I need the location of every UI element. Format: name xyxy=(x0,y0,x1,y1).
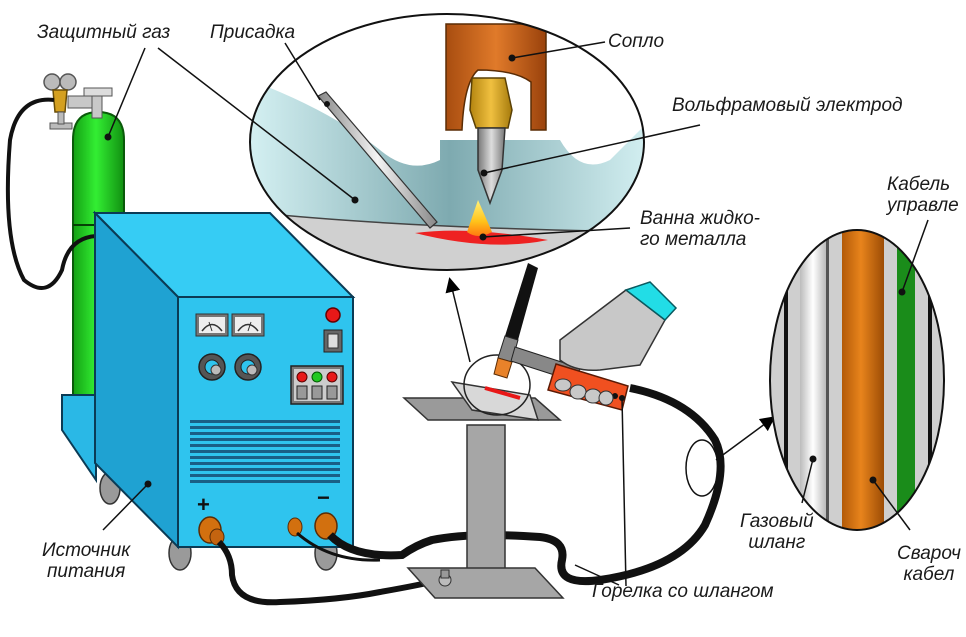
power-indicator-led xyxy=(325,307,341,323)
analog-meter-left xyxy=(195,313,229,337)
zoom-arrow-weld xyxy=(445,277,471,363)
grille-slat xyxy=(190,474,340,477)
hose-cross-section xyxy=(769,229,945,531)
grille-slat xyxy=(190,432,340,435)
work-table xyxy=(402,397,565,599)
grille-slat xyxy=(190,438,340,441)
nozzle xyxy=(445,23,547,131)
control-line xyxy=(296,531,381,562)
gas-supply-hose xyxy=(5,97,97,290)
label-welding-cable-line1: Свароч xyxy=(897,543,961,564)
label-nozzle: Сопло xyxy=(608,31,665,52)
grille-slat xyxy=(190,444,340,447)
label-welding-cable-line2: кабел xyxy=(903,564,955,585)
tungsten-electrode xyxy=(477,127,506,206)
grille-slat xyxy=(190,456,340,459)
mode-switch-panel xyxy=(290,365,344,405)
label-power-source-line1: Источник xyxy=(42,540,131,561)
analog-meter-right xyxy=(231,313,265,337)
label-control-cable-line1: Кабель xyxy=(887,174,951,195)
collet xyxy=(469,77,513,129)
main-switch xyxy=(323,329,343,353)
label-control-cable: Кабель управле xyxy=(887,174,959,216)
grille-slat xyxy=(190,462,340,465)
label-weld-pool-line1: Ванна жидко- xyxy=(640,208,761,229)
torch-power-cable xyxy=(327,384,725,585)
label-power-source-line2: питания xyxy=(46,561,126,582)
control-knob-left xyxy=(198,353,226,381)
arc-flame xyxy=(467,200,492,236)
negative-terminal xyxy=(287,512,338,540)
hose-zoom-marker xyxy=(685,439,719,497)
grille-slat xyxy=(190,468,340,471)
welding-cable-core xyxy=(842,230,884,530)
gas-regulator xyxy=(43,73,113,130)
zoom-arrow-hose xyxy=(715,416,776,461)
label-power-source: Источник питания xyxy=(42,540,130,582)
welder-glove xyxy=(554,281,678,406)
grille-slat xyxy=(190,420,340,423)
label-gas-hose-line2: шланг xyxy=(748,532,806,553)
workpiece xyxy=(450,354,540,421)
label-filler-rod: Присадка xyxy=(210,22,296,43)
label-weld-pool-line2: го металла xyxy=(640,229,747,250)
label-torch-with-hose: Горелка со шлангом xyxy=(592,581,774,602)
negative-terminal-sign: − xyxy=(317,485,330,510)
ground-cable xyxy=(216,539,441,606)
label-weld-pool: Ванна жидко- го металла xyxy=(640,208,760,250)
control-cable-wire xyxy=(897,230,915,530)
filler-rod xyxy=(317,91,438,229)
grille-slat xyxy=(190,450,340,453)
positive-terminal-sign: + xyxy=(197,492,210,517)
label-gas-hose: Газовый шланг xyxy=(740,511,814,553)
label-shielding-gas: Защитный газ xyxy=(37,22,171,43)
control-knob-right xyxy=(234,353,262,381)
label-gas-hose-line1: Газовый xyxy=(740,511,814,532)
grille-slat xyxy=(190,480,340,483)
weld-zone-magnifier xyxy=(249,13,645,271)
leader-lines xyxy=(102,41,929,587)
leader-dots xyxy=(104,54,906,488)
label-welding-cable: Свароч кабел xyxy=(897,543,961,585)
label-tungsten-electrode: Вольфрамовый электрод xyxy=(672,95,903,116)
grille-slat xyxy=(190,426,340,429)
ventilation-grille xyxy=(190,420,340,483)
label-control-cable-line2: управле xyxy=(887,195,959,216)
